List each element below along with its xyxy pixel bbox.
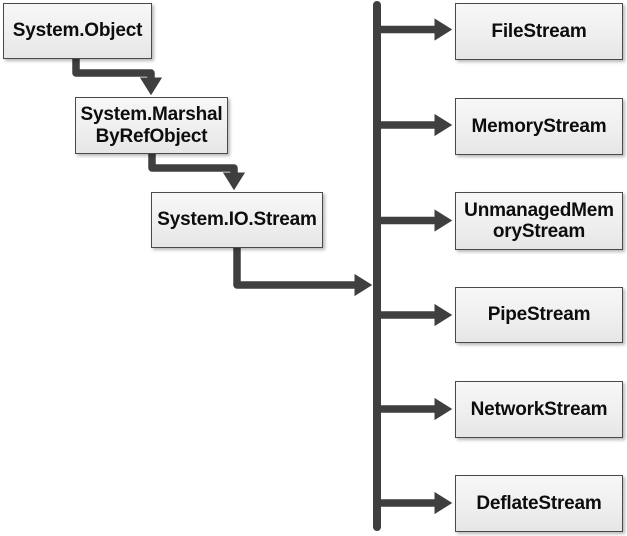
node-label: NetworkStream bbox=[470, 398, 608, 420]
node-label: System.Object bbox=[12, 20, 143, 42]
node-label: System.Marshal bbox=[80, 104, 223, 125]
node-memorystream: MemoryStream bbox=[455, 98, 623, 155]
node-label: UnmanagedMem bbox=[464, 199, 614, 221]
node-unmanagedmemorystream: UnmanagedMem oryStream bbox=[455, 192, 623, 250]
node-system-object: System.Object bbox=[3, 3, 152, 59]
node-label: FileStream bbox=[491, 20, 587, 42]
node-system-io-stream: System.IO.Stream bbox=[151, 192, 323, 248]
node-system-marshalbyrefobject: System.Marshal ByRefObject bbox=[75, 97, 228, 154]
node-label: DeflateStream bbox=[476, 492, 602, 514]
node-label: MemoryStream bbox=[471, 115, 607, 137]
node-label: PipeStream bbox=[487, 304, 591, 326]
node-label: oryStream bbox=[492, 221, 586, 242]
node-filestream: FileStream bbox=[455, 3, 623, 60]
edge-marshalbyrefobject-to-iostream bbox=[148, 152, 246, 191]
node-networkstream: NetworkStream bbox=[455, 381, 623, 438]
edge-object-to-marshalbyrefobject bbox=[72, 57, 163, 96]
edge-iostream-to-trunk bbox=[233, 247, 373, 297]
node-deflatestream: DeflateStream bbox=[455, 475, 623, 532]
node-label: System.IO.Stream bbox=[157, 209, 317, 231]
node-label: ByRefObject bbox=[95, 125, 208, 147]
node-pipestream: PipeStream bbox=[455, 287, 623, 343]
